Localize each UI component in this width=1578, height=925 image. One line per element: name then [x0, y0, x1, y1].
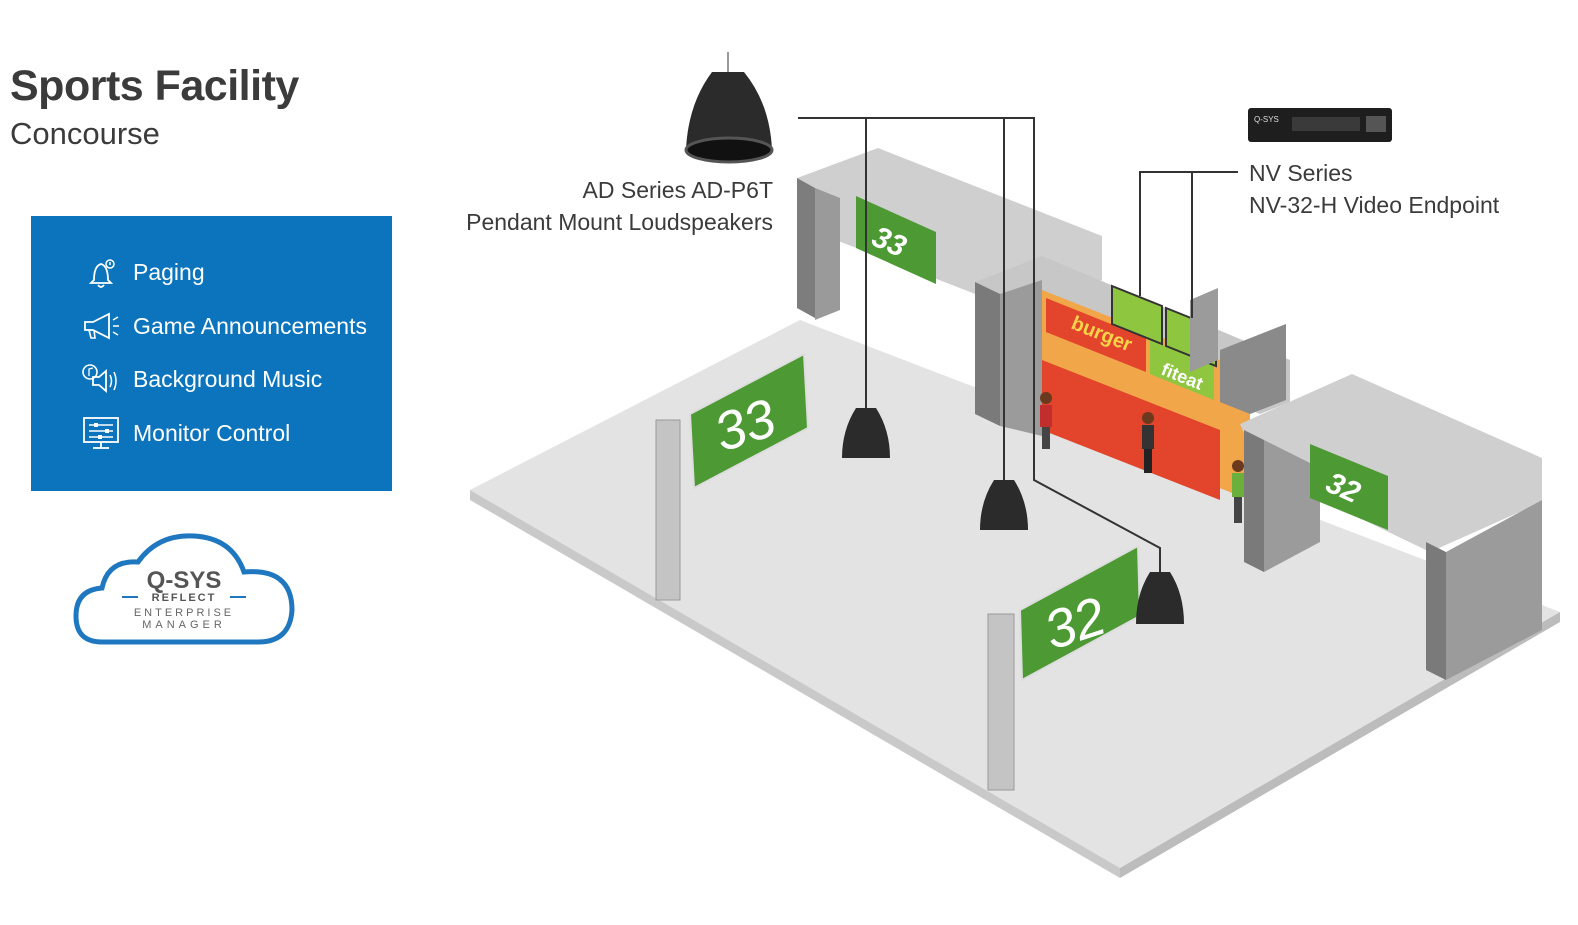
svg-text:MANAGER: MANAGER — [142, 619, 226, 631]
callout-line — [798, 117, 1161, 572]
back-wall — [797, 178, 815, 318]
feature-label: Paging — [133, 258, 205, 285]
callout-speakers: AD Series AD-P6T Pendant Mount Loudspeak… — [466, 174, 773, 238]
page-title: Sports Facility — [10, 62, 299, 110]
store-sign-band — [1150, 340, 1214, 400]
right-end-block — [1426, 542, 1446, 680]
floor-edge — [1120, 612, 1560, 878]
store-block-front — [1000, 280, 1042, 436]
svg-text:REFLECT: REFLECT — [152, 592, 217, 604]
feature-label: Game Announcements — [133, 312, 367, 339]
callout-line — [1139, 171, 1238, 296]
store-block-side — [975, 282, 1000, 426]
store-counter — [1042, 360, 1220, 500]
pendant-speaker-icon — [686, 72, 772, 150]
feature-monitor-control: Monitor Control — [81, 413, 290, 453]
video-display — [1111, 284, 1163, 346]
right-end-block — [1446, 500, 1542, 680]
callout-video-line1: NV Series — [1249, 160, 1353, 186]
pendant-speaker-icon — [684, 136, 774, 164]
music-speaker-icon — [82, 364, 117, 393]
callout-speakers-line2: Pendant Mount Loudspeakers — [466, 209, 773, 235]
person — [1040, 392, 1052, 449]
feature-label: Monitor Control — [133, 419, 291, 446]
sign-pole — [655, 419, 681, 601]
callout-video-line2: NV-32-H Video Endpoint — [1249, 192, 1500, 218]
store-divider — [1220, 324, 1286, 414]
right-wall-side — [1244, 430, 1264, 572]
nv-device-brand: Q-SYS — [1254, 115, 1279, 124]
feature-background-music: Background Music — [81, 359, 322, 399]
feature-paging: Paging — [81, 252, 205, 292]
page-subtitle: Concourse — [10, 116, 160, 151]
gate-sign-32-right — [1310, 444, 1388, 530]
nv-device-port — [1366, 116, 1386, 132]
sign-pole — [987, 613, 1015, 791]
nv-device-panel — [1292, 117, 1360, 131]
floor-edge — [470, 490, 1120, 878]
pendant-speaker-icon — [842, 408, 890, 458]
pendant-speaker-icon — [1136, 572, 1184, 624]
qsys-reflect-logo: Q-SYS REFLECT ENTERPRISE MANAGER — [73, 533, 295, 645]
megaphone-icon — [84, 312, 119, 340]
right-wall-front — [1264, 440, 1320, 572]
feature-game-announcements: Game Announcements — [81, 306, 367, 346]
bell-icon — [88, 259, 115, 288]
person — [1142, 412, 1154, 473]
callout-speakers-line1: AD Series AD-P6T — [582, 177, 773, 203]
pendant-speaker-icon — [980, 480, 1028, 530]
gate-sign-33 — [688, 352, 810, 490]
monitor-control-icon — [83, 417, 119, 449]
callout-video-endpoint: NV Series NV-32-H Video Endpoint — [1249, 157, 1499, 221]
gate-sign-33-back — [856, 196, 936, 284]
back-wall — [815, 188, 840, 320]
svg-text:Q-SYS: Q-SYS — [147, 567, 222, 594]
feature-panel: Paging Game Announcements Background Mus… — [31, 216, 392, 491]
feature-label: Background Music — [133, 365, 323, 392]
person — [1232, 460, 1244, 523]
store-divider — [1190, 288, 1218, 372]
store-sign-band — [1046, 298, 1146, 372]
svg-text:ENTERPRISE: ENTERPRISE — [134, 607, 234, 619]
right-wall-top — [1240, 374, 1542, 552]
